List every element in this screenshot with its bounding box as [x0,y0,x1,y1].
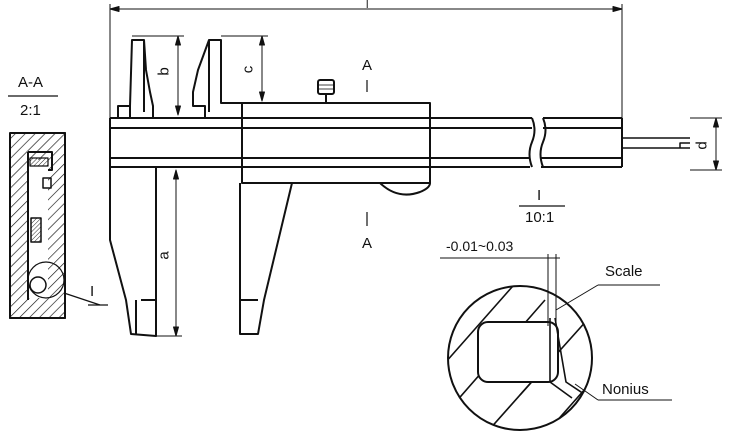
fixed-upper-jaw [117,39,154,118]
detail-marker: I [90,283,95,300]
dimension-label-b: b [155,67,173,76]
scale-callout: Scale [605,263,643,280]
depth-rod [622,137,690,149]
section-mark-top: A [362,57,373,74]
fixed-lower-jaw [109,167,157,337]
dimension-label-l: l [366,0,369,11]
section-mark-bottom: A [362,235,373,252]
dimension-b [132,35,184,116]
sliding-lower-jaw [239,182,293,335]
overall-length-dimension [109,4,623,118]
detail-scale: 10:1 [525,209,555,226]
dimension-d [690,117,722,171]
vernier-slider [241,79,431,196]
section-name: A-A [18,74,44,91]
detail-name: I [537,187,542,204]
dimension-a [156,169,182,337]
dimension-label-d: d [693,141,711,150]
dimension-label-a: a [155,251,173,260]
main-beam [109,117,623,168]
section-scale: 2:1 [20,102,41,119]
dimension-c [221,35,268,102]
section-view-a-a [8,95,108,319]
dimension-label-c: c [239,65,257,74]
nonius-callout: Nonius [602,381,649,398]
tolerance-label: -0.01~0.03 [446,238,514,254]
detail-view-i [440,254,672,431]
sliding-upper-jaw [192,39,242,118]
